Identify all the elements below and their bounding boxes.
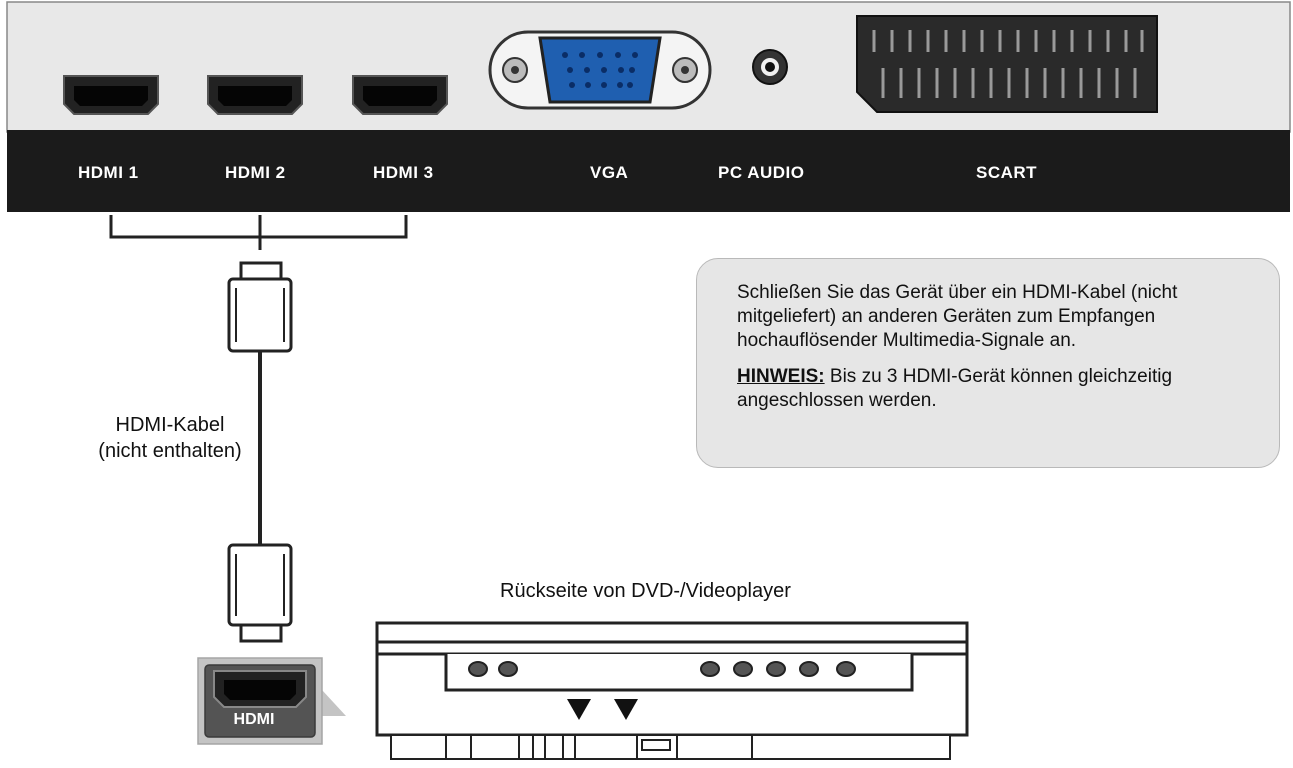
note-hint-text: Bis zu 3 HDMI-Gerät können gleichzeitig … xyxy=(737,366,1173,411)
hdmi-port-icon xyxy=(63,75,159,115)
note-hint: HINWEIS: Bis zu 3 HDMI-Gerät können glei… xyxy=(737,365,1249,413)
note-hint-label: HINWEIS: xyxy=(737,366,825,387)
dvd-hdmi-jack xyxy=(197,657,346,745)
note-box: Schließen Sie das Gerät über ein HDMI-Ka… xyxy=(696,258,1280,468)
hdmi-port-icon xyxy=(352,75,448,115)
cable-label-line1: HDMI-Kabel xyxy=(115,414,225,436)
dvd-player-icon xyxy=(375,621,969,760)
vga-port-icon xyxy=(488,30,712,110)
note-text: Schließen Sie das Gerät über ein HDMI-Ka… xyxy=(737,282,1178,351)
cable-label-line2: (nicht enthalten) xyxy=(98,440,242,462)
hdmi-port-icon xyxy=(207,75,303,115)
panel-label-bar xyxy=(7,130,1290,212)
cable-label: HDMI-Kabel (nicht enthalten) xyxy=(70,412,270,464)
hdmi-jack-label: HDMI xyxy=(233,711,275,728)
port-label-hdmi3: HDMI 3 xyxy=(373,163,434,182)
hdmi-bracket xyxy=(109,215,408,250)
audio-jack-icon xyxy=(752,49,788,85)
port-label-hdmi1: HDMI 1 xyxy=(78,163,139,182)
scart-port-icon xyxy=(856,15,1158,113)
port-label-pc-audio: PC AUDIO xyxy=(718,163,805,182)
port-label-scart: SCART xyxy=(976,163,1038,182)
dvd-player-label: Rückseite von DVD-/Videoplayer xyxy=(500,580,791,602)
port-label-hdmi2: HDMI 2 xyxy=(225,163,286,182)
hdmi-plug-icon xyxy=(227,261,293,353)
hdmi-plug-icon xyxy=(227,543,293,643)
port-label-vga: VGA xyxy=(590,163,629,182)
